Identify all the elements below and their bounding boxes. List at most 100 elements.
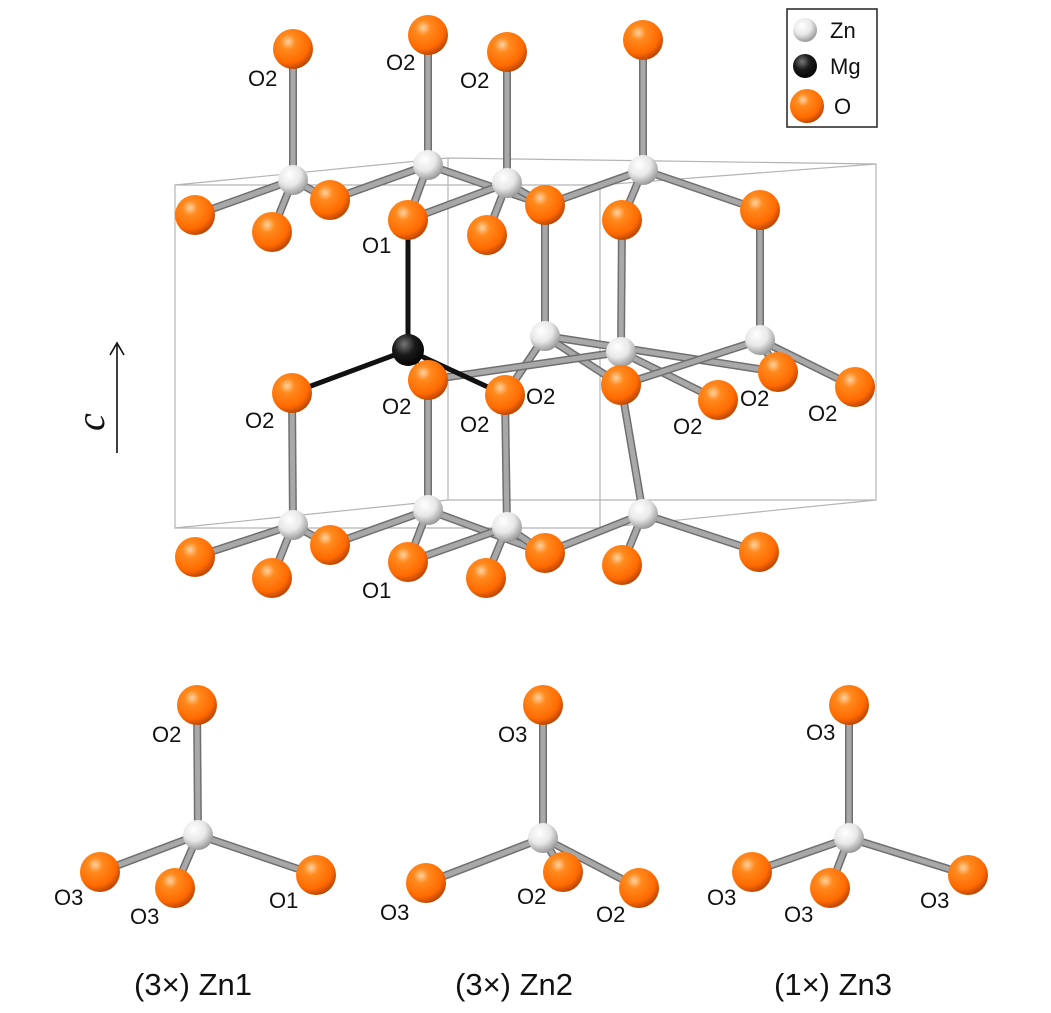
zn-atom: [492, 168, 522, 198]
o-atom: [525, 185, 565, 225]
atom-label: O3: [806, 720, 835, 745]
zn-atom: [530, 321, 560, 351]
legend-o-swatch: [790, 89, 824, 123]
atom-label: O3: [920, 888, 949, 913]
zn-o-bond: [846, 835, 971, 878]
o-atom: [310, 525, 350, 565]
o-atom: [175, 195, 215, 235]
cell-edge: [174, 499, 449, 529]
coordination-captions: (3×) Zn1 (3×) Zn2 (1×) Zn3: [134, 967, 892, 1002]
atom-label: O3: [380, 900, 409, 925]
zn-o-bond: [425, 162, 548, 208]
atom-label: O2: [740, 386, 769, 411]
o-atom: [602, 545, 642, 585]
zn-atom: [606, 337, 636, 367]
zn-o-bond: [640, 511, 762, 555]
legend-label-zn: Zn: [830, 18, 856, 43]
c-axis-indicator: c: [68, 341, 125, 453]
zn-atom: [628, 155, 658, 185]
o-atom: [829, 685, 869, 725]
atom-label: O2: [526, 384, 555, 409]
caption-zn2: (3×) Zn2: [455, 967, 573, 1002]
atom-label: O2: [386, 50, 415, 75]
zn-atom: [413, 150, 443, 180]
zn-o-bond: [289, 390, 296, 528]
legend-label-o: O: [834, 94, 851, 119]
o-atom: [80, 852, 120, 892]
o-atom: [810, 868, 850, 908]
o-atom: [467, 215, 507, 255]
atom-labels: O2 O2 O2 O1 O2 O2 O2 O2 O2 O2 O2 O1 O2 O…: [54, 50, 949, 929]
o-atom: [487, 32, 527, 72]
atoms: [80, 15, 988, 908]
o-atom: [272, 373, 312, 413]
atom-label: O2: [382, 394, 411, 419]
o-atom: [408, 360, 448, 400]
o-atom: [406, 863, 446, 903]
o-atom: [175, 537, 215, 577]
zn-o-bond: [194, 702, 201, 838]
o-atom: [155, 868, 195, 908]
zn-atom: [834, 823, 864, 853]
atom-label: O2: [808, 401, 837, 426]
o-atom: [252, 558, 292, 598]
o-atom: [485, 375, 525, 415]
o-atom: [525, 533, 565, 573]
legend: Zn Mg O: [786, 8, 878, 128]
zn-atom: [628, 499, 658, 529]
zn-atom: [745, 325, 775, 355]
legend-mg-swatch: [793, 54, 817, 78]
o-atom: [408, 15, 448, 55]
o-atom: [601, 365, 641, 405]
zn-o-bond: [195, 832, 319, 878]
o-atom: [740, 190, 780, 230]
o-atom: [619, 868, 659, 908]
o-atom: [948, 855, 988, 895]
zn-o-bond: [618, 217, 625, 355]
o-atom: [835, 367, 875, 407]
o-atom: [523, 685, 563, 725]
o-atom: [543, 852, 583, 892]
legend-zn-swatch: [793, 18, 817, 42]
zn-atom: [413, 495, 443, 525]
zn-atom: [278, 510, 308, 540]
caption-zn3: (1×) Zn3: [774, 967, 892, 1002]
mg-atom: [392, 334, 424, 366]
cell-edge: [174, 157, 449, 186]
atom-label: O3: [784, 902, 813, 927]
atom-label: O2: [152, 722, 181, 747]
c-axis-label: c: [68, 413, 113, 431]
zn-atom: [492, 512, 522, 542]
atom-label: O2: [596, 902, 625, 927]
cell-back-face: [447, 157, 877, 501]
caption-zn1: (3×) Zn1: [134, 967, 252, 1002]
c-axis-arrowhead: [109, 341, 125, 356]
atom-label: O2: [248, 66, 277, 91]
mg-o2-bond: [289, 347, 411, 396]
atom-label: O2: [673, 414, 702, 439]
atom-label: O3: [707, 885, 736, 910]
o-atom: [388, 200, 428, 240]
zn-atom: [183, 820, 213, 850]
legend-label-mg: Mg: [830, 54, 861, 79]
zn-o-bond: [640, 167, 763, 213]
atom-label: O2: [245, 408, 274, 433]
zn-o-bond: [542, 333, 781, 375]
atom-label: O2: [517, 884, 546, 909]
atom-label: O3: [54, 885, 83, 910]
o-atom: [698, 380, 738, 420]
atom-label: O2: [460, 412, 489, 437]
atom-label: O2: [460, 68, 489, 93]
o-atom: [177, 685, 217, 725]
zn-atom: [528, 823, 558, 853]
atom-label: O3: [498, 722, 527, 747]
o-atom: [732, 852, 772, 892]
zn-o-bond: [618, 337, 763, 388]
atom-label: O1: [269, 888, 298, 913]
zn-atom: [278, 165, 308, 195]
o-atom: [758, 352, 798, 392]
zn-o-bond: [618, 382, 646, 517]
zn-o-bond: [502, 392, 510, 530]
zn-o-bond: [423, 835, 546, 886]
